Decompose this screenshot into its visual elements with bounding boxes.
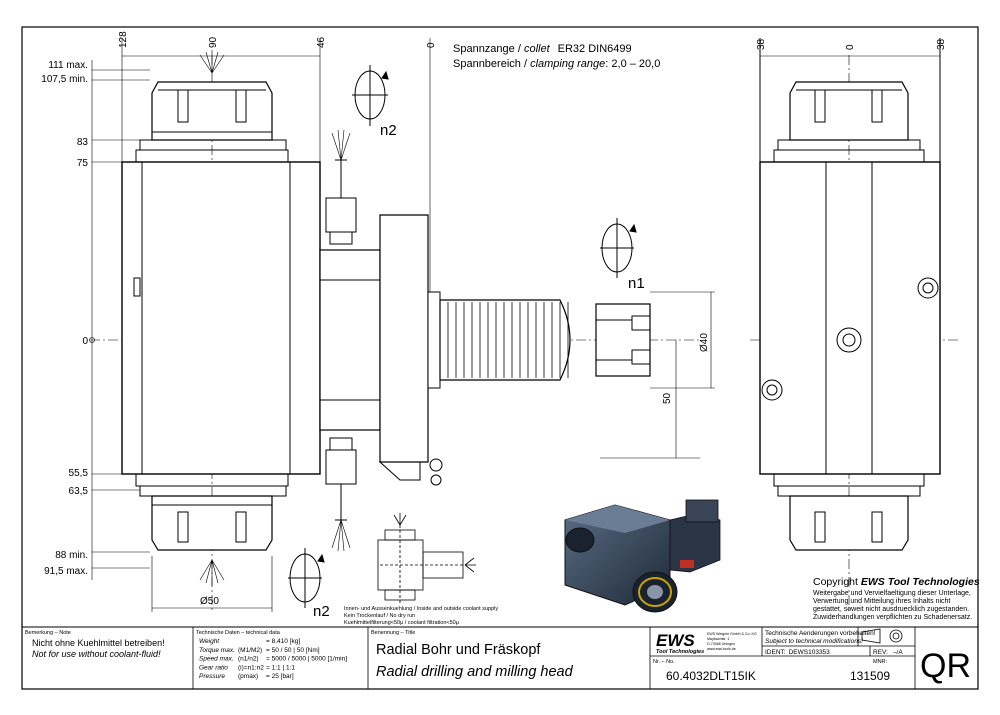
tech-label: Technische Daten – technical data [196,630,281,636]
dim-107-min: 107,5 min. [41,74,88,85]
qr-label: QR [920,647,971,685]
change-note-en: Subject to technical modifications! [765,638,863,645]
copyright-line-2: Verwertung und Mitteilung ihres Inhalts … [813,598,950,605]
coolant-note-1: Innen- und Aussenkuehlung / Inside and o… [344,606,498,612]
projection-symbol-icon [861,628,903,644]
tech-row-key: Torque max. [199,647,235,654]
note-de: Nicht ohne Kuehlmittel betreiben! [32,638,165,648]
dim-75: 75 [77,158,89,169]
coolant-spray [199,50,351,586]
article-number: 60.4032DLT15IK [666,669,756,683]
revision: REV:–/A [873,649,903,656]
mnr-label: MNR: [873,659,888,665]
dim-83: 83 [77,137,89,148]
rotation-symbols [288,65,637,608]
coolant-note-2: Kein Trockenlauf / No dry run [344,613,415,619]
dim-111-max: 111 max. [48,60,88,71]
main-view [90,55,700,612]
label-n2-top: n2 [380,122,397,139]
title-en: Radial drilling and milling head [376,664,574,680]
tech-row-unit: (pmax) [238,673,258,680]
tech-row-value: = 5000 / 5000 | 5000 [1/min] [266,656,347,663]
dim-0: 0 [82,336,88,347]
note-label: Bemerkung – Note [25,630,71,636]
tech-row-value: = 25 [bar] [266,673,294,680]
title-label: Benennung – Title [371,630,415,636]
tech-row-unit: (i)=n1:n2 [238,664,264,671]
mnr-number: 131509 [850,669,890,683]
ident: IDENT:DEWS103353 [765,649,830,656]
side-view [750,38,960,612]
copyright-line-1: Weitergabe und Vervielfaeltigung dieser … [813,590,971,597]
dim-0-right: 0 [845,44,856,50]
tech-row-key: Speed max. [199,656,234,663]
tech-data-table: Weight = 8.410 [kg] Torque max.(M1/M2) = 50… [199,638,347,680]
dim-50: 50 [662,392,673,404]
dim-38-right: 38 [936,38,947,50]
dim-88-min: 88 min. [55,550,88,561]
tech-row-value: = 50 / 50 | 50 [Nm] [266,647,320,654]
tech-row-key: Pressure [199,673,225,680]
change-note-de: Technische Aenderungen vorbehalten! [765,630,876,637]
ews-logo: EWS [656,631,695,650]
tech-row-value: = 8.410 [kg] [266,638,300,645]
company-line-4: www.ews-tools.de [707,647,736,651]
dim-55-5: 55,5 [69,468,89,479]
dim-91-5-max: 91,5 max. [44,566,88,577]
label-n2-bottom: n2 [313,603,330,620]
dim-128: 128 [118,31,129,48]
dim-90: 90 [208,36,219,48]
copyright-line-3: gestattet, soweit nicht ausdruecklich zu… [813,606,969,613]
dim-0-top: 0 [426,42,437,48]
ews-logo-sub: Tool Technologies [656,649,704,655]
isometric-rendering [564,499,721,613]
dim-63-5: 63,5 [69,486,89,497]
spec-line-2: Spannbereich / clamping range: 2,0 – 20,… [453,58,660,70]
drawing-frame [21,26,979,690]
copyright-title: Copyright EWS Tool Technologies [813,576,980,588]
label-n1: n1 [628,275,645,292]
dimension-lines [89,38,715,612]
title-de: Radial Bohr und Fräskopf [376,642,541,658]
tech-row-unit: (n1/n2) [238,656,259,663]
title-block-grid [22,626,978,689]
coolant-diagram [377,513,476,605]
tech-row-key: Gear ratio [199,664,228,671]
dim-46: 46 [316,36,327,48]
coolant-note-3: Kuehlmittelfilterung<50μ / coolant filtr… [344,620,459,626]
company-line-1: EWS Weigele GmbH & Co. KG [707,632,757,636]
company-line-2: Maybachstr. 1 [707,637,729,641]
tech-row-value: = 1:1 | 1:1 [266,664,295,671]
dim-dia-50: Ø50 [200,596,219,607]
tech-row-key: Weight [199,638,220,645]
company-line-3: D-73066 Uhingen [707,642,735,646]
dim-38-left: 38 [756,38,767,50]
copyright-line-4: Zuwiderhandlungen verpflichten zu Schade… [813,614,972,621]
note-en: Not for use without coolant-fluid! [32,649,161,659]
dim-dia-40: Ø40 [699,333,710,352]
nr-label: Nr. – No. [653,659,675,665]
tech-row-unit: (M1/M2) [238,647,262,654]
